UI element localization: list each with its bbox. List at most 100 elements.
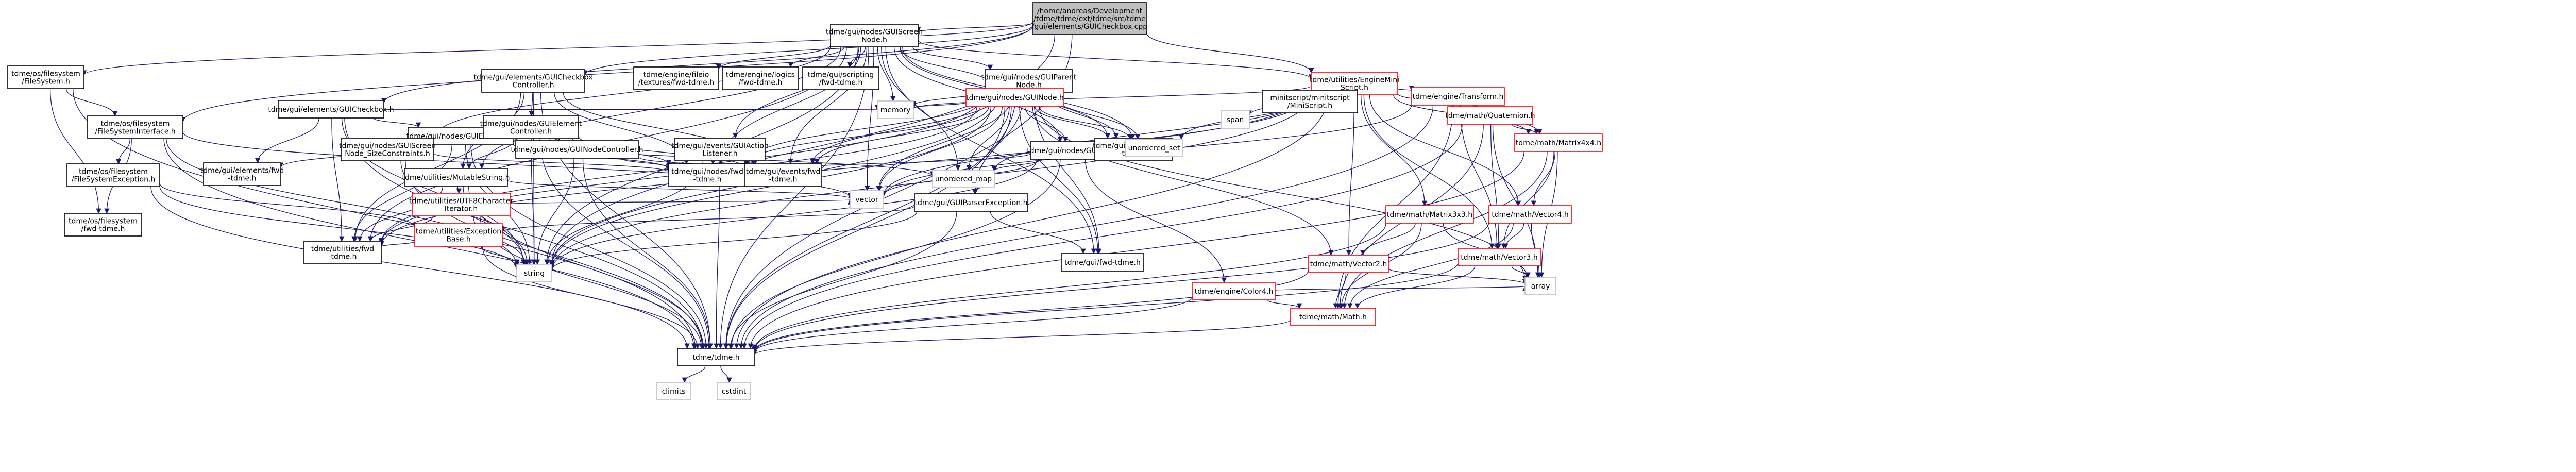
include-edge	[500, 206, 915, 233]
include-edge	[549, 159, 1038, 270]
node-parser-exception[interactable]: tdme/gui/GUIParserException.h	[914, 193, 1028, 212]
node-fs-exception[interactable]: tdme/os/filesystem/FileSystemException.h	[66, 163, 160, 187]
include-edge	[1512, 124, 1539, 135]
node-label: climits	[662, 387, 686, 396]
node-mutable-string[interactable]: tdme/utilities/MutableString.h	[402, 168, 510, 187]
node-matrix4x4[interactable]: tdme/math/Matrix4x4.h	[1514, 133, 1603, 152]
include-edge	[456, 186, 462, 194]
node-label: tdme/os/filesystem	[101, 120, 170, 128]
node-label: /MiniScript.h	[1287, 102, 1332, 110]
include-edge	[383, 105, 878, 110]
include-edge	[720, 365, 732, 383]
include-edge	[1333, 272, 1347, 309]
node-label: tdme/gui/nodes/GUIElement	[480, 120, 582, 128]
node-label: tdme/utilities/UTF8Character	[409, 197, 513, 206]
include-edge	[877, 106, 1003, 192]
include-edge	[1039, 106, 1133, 140]
node-label: tdme/gui/fwd-tdme.h	[1064, 259, 1141, 267]
node-screen-constraints[interactable]: tdme/gui/nodes/GUIScreenNode_SizeConstra…	[339, 138, 436, 161]
node-label: tdme/gui/GUIParserException.h	[915, 199, 1028, 207]
node-unordered-map: unordered_map	[932, 170, 995, 188]
node-gui-node[interactable]: tdme/gui/nodes/GUINode.h	[965, 88, 1064, 107]
node-root[interactable]: /home/andreas/Development/tdme/tdme/ext/…	[1032, 2, 1147, 35]
node-label: minitscript/minitscript	[1270, 94, 1350, 103]
include-edge	[900, 46, 998, 90]
node-label: tdme/engine/logics	[726, 71, 795, 79]
node-label: tdme/math/Matrix4x4.h	[1516, 139, 1601, 147]
include-edge	[723, 106, 1006, 349]
include-edge	[431, 45, 831, 140]
node-string: string	[516, 264, 552, 282]
include-edge	[549, 93, 1312, 270]
include-edge	[1388, 268, 1528, 285]
node-gui-checkbox-h[interactable]: tdme/gui/elements/GUICheckbox.h	[268, 100, 394, 119]
node-matrix3x3[interactable]: tdme/math/Matrix3x3.h	[1385, 205, 1474, 224]
node-vector: vector	[850, 190, 884, 209]
node-label: tdme/gui/events/GUIAction	[671, 142, 769, 150]
include-edge	[81, 21, 1033, 76]
include-edge	[738, 105, 1434, 349]
node-label: Node.h	[1016, 81, 1042, 90]
node-minitscript-mini[interactable]: minitscript/minitscript/MiniScript.h	[1262, 90, 1358, 113]
node-events-fwd[interactable]: tdme/gui/events/fwd-tdme.h	[744, 163, 822, 187]
include-edge	[752, 262, 1459, 353]
node-fs-interface[interactable]: tdme/os/filesystem/FileSystemInterface.h	[87, 115, 183, 139]
node-label: /gui/elements/GUICheckbox.cpp	[1032, 23, 1147, 31]
node-label: tdme/gui/nodes/GUIParent	[981, 74, 1077, 82]
nodes: /home/andreas/Development/tdme/tdme/ext/…	[7, 2, 1603, 400]
node-fs-fwd[interactable]: tdme/os/filesystem/fwd-tdme.h	[64, 213, 142, 237]
include-edge	[1347, 223, 1514, 309]
node-label: Node_SizeConstraints.h	[345, 150, 430, 158]
node-math[interactable]: tdme/math/Math.h	[1290, 308, 1376, 326]
node-nodes-fwd[interactable]: tdme/gui/nodes/fwd-tdme.h	[668, 163, 747, 187]
include-edge	[539, 138, 712, 349]
include-edge	[351, 144, 452, 242]
node-array: array	[1524, 277, 1556, 295]
node-tdme-h[interactable]: tdme/tdme.h	[677, 348, 755, 366]
node-label: tdme/os/filesystem	[69, 217, 138, 226]
node-gui-fwd[interactable]: tdme/gui/fwd-tdme.h	[1061, 253, 1144, 272]
node-color4[interactable]: tdme/engine/Color4.h	[1192, 282, 1276, 300]
node-utilities-fwd[interactable]: tdme/utilities/fwd-tdme.h	[303, 241, 382, 264]
node-node-ctrl[interactable]: tdme/gui/nodes/GUINodeController.h	[511, 140, 643, 159]
node-label: /fwd-tdme.h	[819, 79, 863, 87]
include-edge	[727, 211, 957, 349]
include-edge	[582, 25, 1033, 76]
include-edge	[1084, 159, 1227, 283]
node-checkbox-ctrl[interactable]: tdme/gui/elements/GUICheckboxController.…	[473, 69, 593, 93]
node-label: array	[1531, 282, 1550, 291]
node-quaternion[interactable]: tdme/math/Quaternion.h	[1445, 106, 1535, 125]
include-edge	[734, 94, 1329, 349]
node-scripting-fwd[interactable]: tdme/gui/scripting/fwd-tdme.h	[802, 66, 879, 90]
include-edge	[510, 199, 852, 205]
node-label: tdme/os/filesystem	[79, 168, 148, 176]
node-gui-elements-fwd[interactable]: tdme/gui/elements/fwd-tdme.h	[200, 162, 284, 186]
node-vector3[interactable]: tdme/math/Vector3.h	[1458, 248, 1541, 266]
include-edge	[433, 153, 671, 173]
node-vector4[interactable]: tdme/math/Vector4.h	[1488, 205, 1572, 224]
node-transform[interactable]: tdme/engine/Transform.h	[1411, 87, 1505, 106]
node-unordered-set: unordered_set	[1125, 139, 1183, 157]
node-logics-fwd[interactable]: tdme/engine/logics/fwd-tdme.h	[722, 66, 799, 90]
node-label: /tdme/tdme/ext/tdme/src/tdme	[1033, 15, 1145, 23]
include-edge	[682, 365, 706, 383]
include-edge	[482, 246, 701, 349]
include-edge	[368, 215, 434, 242]
include-edge	[1460, 105, 1500, 249]
include-edge	[1032, 106, 1334, 256]
node-fs-filesystem[interactable]: tdme/os/filesystem/FileSystem.h	[7, 65, 84, 89]
node-label: /FileSystem.h	[22, 78, 70, 86]
node-label: tdme/gui/scripting	[808, 71, 874, 79]
include-edge	[752, 319, 1291, 356]
include-edge	[344, 117, 705, 349]
node-vector2[interactable]: tdme/math/Vector2.h	[1308, 255, 1389, 273]
include-edge	[534, 158, 574, 265]
node-files-fwd[interactable]: tdme/engine/fileio/textures/fwd-tdme.h	[633, 66, 719, 90]
node-label: tdme/gui/elements/fwd	[200, 167, 284, 175]
include-edge	[1360, 223, 1416, 256]
